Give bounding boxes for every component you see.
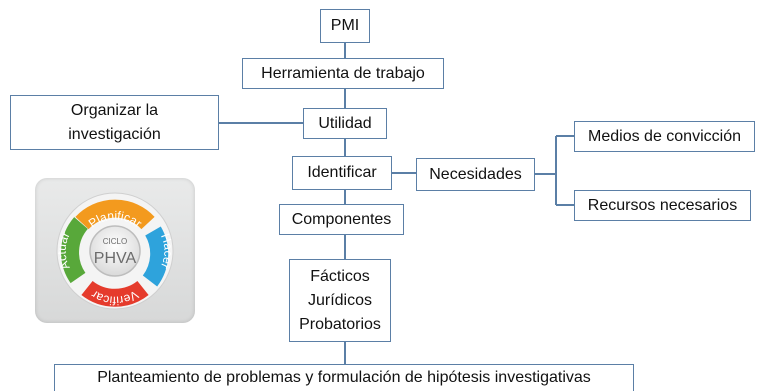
herramienta-label: Herramienta de trabajo (261, 64, 425, 82)
pmi-node: PMI (320, 9, 370, 43)
organizar-node: Organizar la investigación (10, 95, 219, 150)
necesidades-node: Necesidades (416, 158, 535, 191)
phva-cycle-image: Planificar Hacer Verificar Actuar CICLO … (35, 178, 195, 323)
herramienta-node: Herramienta de trabajo (242, 58, 444, 89)
utilidad-node: Utilidad (303, 108, 387, 139)
pmi-label: PMI (330, 17, 360, 34)
componentes-node: Componentes (279, 204, 404, 235)
organizar-label-line1: Organizar la (70, 101, 159, 119)
cycle-hub (89, 225, 141, 277)
arc-verificar (81, 280, 149, 307)
cycle-center-small-label: CICLO (103, 237, 127, 246)
identificar-label: Identificar (307, 164, 377, 181)
arc-hacer (142, 226, 169, 287)
arc-planificar (75, 199, 155, 230)
identificar-node: Identificar (292, 156, 392, 190)
factor-facticos: Fácticos (310, 267, 370, 285)
medios-label: Medios de convicción (588, 127, 741, 145)
necesidades-label: Necesidades (429, 165, 522, 183)
factor-probatorios: Probatorios (299, 315, 381, 333)
planteamiento-label: Planteamiento de problemas y formulación… (97, 369, 591, 386)
recursos-node: Recursos necesarios (574, 190, 751, 221)
medios-node: Medios de convicción (574, 121, 755, 152)
recursos-label: Recursos necesarios (587, 196, 738, 214)
phva-cycle-graphic: Planificar Hacer Verificar Actuar CICLO … (55, 192, 175, 310)
organizar-label-line2: investigación (68, 125, 161, 143)
componentes-label: Componentes (291, 210, 392, 228)
factores-node: Fácticos Jurídicos Probatorios (289, 259, 391, 342)
utilidad-label: Utilidad (318, 114, 372, 132)
step-planificar-label: Planificar (86, 208, 145, 230)
factor-juridicos: Jurídicos (307, 291, 373, 309)
step-actuar-label: Actuar (55, 229, 73, 272)
arc-actuar (61, 217, 89, 284)
cycle-center-big-label: PHVA (94, 250, 137, 267)
planteamiento-node: Planteamiento de problemas y formulación… (54, 364, 634, 391)
